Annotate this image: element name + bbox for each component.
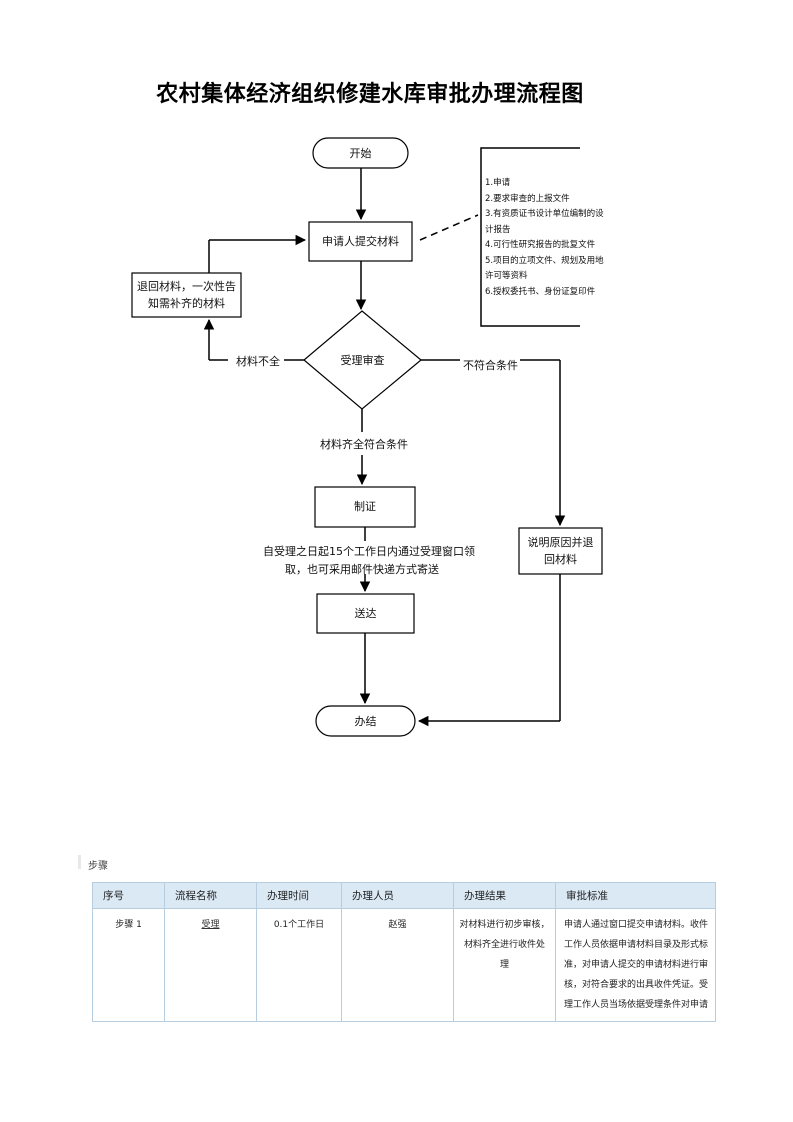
document-item: 4.可行性研究报告的批复文件: [485, 240, 596, 250]
result-line: 材料齐全进行收件处: [463, 940, 545, 950]
finish-node: [315, 705, 416, 737]
document-item: 2.要求审查的上报文件: [485, 193, 570, 204]
edge-qualified-label: 材料齐全符合条件: [320, 438, 408, 451]
return-materials-label: 退回材料，一次性告 知需补齐的材料: [132, 278, 241, 312]
explain-return-label: 说明原因并退 回材料: [519, 534, 602, 568]
standard-line: 核，对符合要求的出具收件凭证。受: [564, 980, 709, 990]
explain-return-line: 回材料: [544, 553, 577, 566]
section-marker: [78, 855, 81, 869]
documents-bracket: [480, 147, 580, 327]
submit-label: 申请人提交材料: [322, 235, 399, 248]
deliver-node: [316, 593, 415, 634]
document-item: 计报告: [485, 224, 511, 235]
flowchart: [131, 137, 603, 737]
certify-label: 制证: [354, 500, 376, 513]
document-item: 6.授权委托书、身份证复印件: [485, 286, 596, 297]
edge-note-line: 自受理之日起15个工作日内通过受理窗口领: [263, 545, 475, 558]
document-item: 1.申请: [485, 178, 511, 188]
cell-result: 对材料进行初步审核， 材料齐全进行收件处 理: [453, 908, 556, 1022]
document-item: 3.有资质证书设计单位编制的设: [485, 209, 604, 219]
return-materials-line: 退回材料，一次性告: [137, 280, 236, 293]
header-result: 办理结果: [453, 882, 556, 909]
table-header-row: 序号 流程名称 办理时间 办理人员 办理结果 审批标准: [92, 882, 716, 909]
documents-list: 1.申请 2.要求审查的上报文件 3.有资质证书设计单位编制的设 计报告 4.可…: [485, 176, 604, 300]
header-person: 办理人员: [341, 882, 454, 909]
deliver-label: 送达: [354, 607, 377, 620]
table-row: 步骤 1 受理 0.1个工作日 赵强 对材料进行初步审核， 材料齐全进行收件处 …: [92, 908, 716, 1022]
document-item: 许可等资料: [485, 271, 528, 281]
cell-person: 赵强: [341, 908, 454, 1022]
edge-note-line: 取，也可采用邮件快递方式寄送: [285, 563, 439, 576]
steps-section-label: 步骤: [88, 861, 108, 872]
header-seq: 序号: [92, 882, 165, 909]
review-label: 受理审查: [340, 354, 385, 367]
explain-return-line: 说明原因并退: [527, 536, 594, 549]
cell-name: 受理: [164, 908, 257, 1022]
process-name-link[interactable]: 受理: [201, 920, 220, 930]
return-materials-node: [131, 272, 242, 318]
edge-incomplete-label: 材料不全: [236, 355, 280, 368]
steps-table: 序号 流程名称 办理时间 办理人员 办理结果 审批标准 步骤 1 受理 0.1个…: [92, 882, 716, 1022]
explain-return-node: [518, 527, 603, 575]
result-line: 对材料进行初步审核，: [459, 920, 550, 930]
standard-line: 工作人员依据申请材料目录及形式标: [564, 940, 709, 950]
start-label: 开始: [349, 147, 372, 160]
header-time: 办理时间: [256, 882, 342, 909]
header-standard: 审批标准: [555, 882, 716, 909]
cell-time: 0.1个工作日: [256, 908, 342, 1022]
cell-seq: 步骤 1: [92, 908, 165, 1022]
standard-line: 准，对申请人提交的申请材料进行审: [564, 960, 709, 970]
cell-standard: 申请人通过窗口提交申请材料。收件 工作人员依据申请材料目录及形式标 准，对申请人…: [555, 908, 716, 1022]
page-title: 农村集体经济组织修建水库审批办理流程图: [156, 81, 584, 107]
finish-label: 办结: [354, 715, 377, 728]
header-name: 流程名称: [164, 882, 257, 909]
result-line: 理: [499, 960, 509, 970]
document-item: 5.项目的立项文件、规划及用地: [485, 255, 604, 266]
standard-line: 申请人通过窗口提交申请材料。收件: [564, 920, 709, 930]
certify-node: [314, 486, 416, 528]
edge-note: 自受理之日起15个工作日内通过受理窗口领 取，也可采用邮件快递方式寄送: [263, 543, 475, 579]
edge-not-qualified-label: 不符合条件: [463, 359, 518, 372]
return-materials-line: 知需补齐的材料: [148, 297, 225, 310]
standard-line: 理工作人员当场依据受理条件对申请: [564, 1000, 709, 1010]
